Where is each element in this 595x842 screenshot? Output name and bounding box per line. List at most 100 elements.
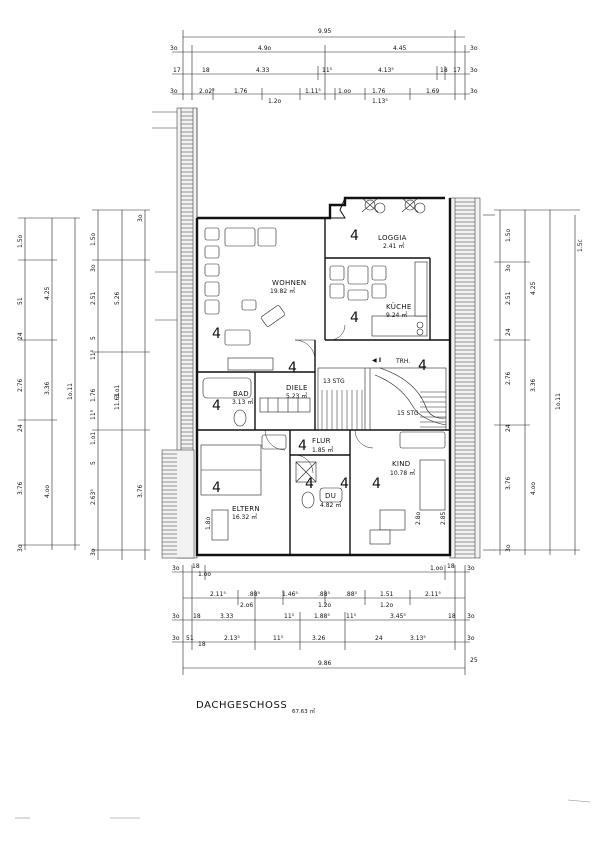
small-dim-e1: 2.8o xyxy=(415,511,422,525)
dim-bot-r2-c: 1.46⁵ xyxy=(282,591,298,598)
plan-total-area: 67.63 ㎡ xyxy=(292,707,315,715)
stair-treads xyxy=(321,390,446,430)
roof-hatch-right xyxy=(455,201,475,555)
dim-left-m2: 3.36 xyxy=(44,381,51,395)
room-name-wohnen: WOHNEN xyxy=(272,279,306,287)
dim-right-r5: 24 xyxy=(505,328,512,336)
dim-bot-r3-g: 3.45⁵ xyxy=(390,613,406,620)
dim-bot-r4-f: 3.26 xyxy=(312,635,326,642)
dim-left-i5: 11⁵ xyxy=(90,349,97,360)
furniture-bad xyxy=(202,377,343,509)
dim-right-r8: 24 xyxy=(505,424,512,432)
dim-bot-r4-e: 11⁵ xyxy=(273,635,284,642)
dim-left-n2: 3.o1 xyxy=(114,385,121,398)
dim-bot-r4-h: 3.13⁵ xyxy=(410,635,426,642)
dim-left-i8: 1.o1 xyxy=(90,432,97,445)
dim-left-o5: 24 xyxy=(17,424,24,432)
dim-right-far: 1.5c xyxy=(577,239,584,252)
room-name-loggia: LOGGIA xyxy=(378,234,407,242)
dim-bot-r1-e: 18 xyxy=(447,563,455,570)
dim-bot-r3-a: 3o xyxy=(172,613,180,620)
dim-bot-overall: 9.86 xyxy=(318,660,332,667)
dim-top-r3-e: 1.oo xyxy=(338,88,351,95)
dim-top-r3-d: 1.11⁵ xyxy=(305,88,321,95)
wall-mark-4-flur: 4 xyxy=(298,438,307,454)
dim-right-r4: 2.51 xyxy=(505,291,512,305)
dim-top-r2-a: 17 xyxy=(173,67,181,74)
left-dimension-lines xyxy=(18,209,150,560)
dim-top-r1-c: 4.45 xyxy=(393,45,407,52)
dim-right-r11: 3o xyxy=(505,544,512,552)
room-name-bad: BAD xyxy=(233,390,249,398)
dim-bot-r1-f: 3o xyxy=(467,565,475,572)
wall-mark-4-kind: 4 xyxy=(372,476,381,492)
furniture-diele xyxy=(259,397,311,413)
dim-top-r1-d: 3o xyxy=(470,45,478,52)
dim-left-o1: 1.5o xyxy=(17,234,24,248)
dim-left-i9: 5 xyxy=(90,461,97,465)
room-area-bad: 3.13 ㎡ xyxy=(232,398,253,406)
dim-bot-r2b-a: 2.o6 xyxy=(240,602,253,609)
roof-hatch-left-lower xyxy=(162,453,177,555)
wall-mark-4-du2: 4 xyxy=(340,476,349,492)
dim-bot-r4-d: 2.13⁵ xyxy=(224,635,240,642)
stair-label-13: 13 STG xyxy=(323,378,345,385)
dim-top-r3-f: 1.76 xyxy=(372,88,386,95)
top-dimension-lines xyxy=(172,30,470,100)
loggia-bay xyxy=(325,197,346,219)
plan-title: DACHGESCHOSS xyxy=(196,700,287,711)
dim-bot-r4-g: 24 xyxy=(375,635,383,642)
dim-bot-r4-a: 3o xyxy=(172,635,180,642)
room-area-eltern: 16.32 ㎡ xyxy=(232,513,257,521)
furniture-wohnen xyxy=(204,227,285,371)
dim-right-total: 1o.11 xyxy=(555,393,562,410)
room-name-eltern: ELTERN xyxy=(232,505,260,513)
dim-bot-r3-e: 1.88⁵ xyxy=(314,613,330,620)
dim-left-n1: 5.26 xyxy=(114,291,121,305)
wall-mark-4-du: 4 xyxy=(305,476,314,492)
dim-bot-r2b-b: 1.2o xyxy=(318,602,332,609)
dim-bot-r4-i: 3o xyxy=(467,635,475,642)
dim-top-r2-g: 17 xyxy=(453,67,461,74)
dim-left-total2: 11.61 xyxy=(114,393,121,410)
dim-bot-r1-a: 3o xyxy=(172,565,180,572)
dim-top-r3-a: 3o xyxy=(170,88,178,95)
dim-left-m1: 4.25 xyxy=(44,286,51,300)
dim-left-o2: 51 xyxy=(17,297,24,305)
dim-bot-r3-c: 3.33 xyxy=(220,613,234,620)
dim-top-r1-b: 4.9o xyxy=(258,45,272,52)
room-area-kueche: 9.24 ㎡ xyxy=(386,311,407,319)
dim-right-r2: 4.25 xyxy=(530,281,537,295)
small-dim-bed1: 1.8o xyxy=(205,516,212,530)
wall-mark-4-diele: 4 xyxy=(288,360,297,376)
dim-left-i6: 1.76 xyxy=(90,388,97,402)
dim-left-i7: 11⁵ xyxy=(90,409,97,420)
dim-top-r2-b: 18 xyxy=(202,67,210,74)
furniture-eltern xyxy=(200,434,287,541)
dim-bot-r4-b: 51 xyxy=(186,635,194,642)
dim-left-m3: 4.oo xyxy=(44,485,51,498)
small-dim-e2: 2.85 xyxy=(440,511,447,525)
dim-left-i1: 1.5o xyxy=(90,232,97,246)
room-area-flur: 1.85 ㎡ xyxy=(312,446,333,454)
dim-top-r2-e: 4.13⁵ xyxy=(378,67,394,74)
dim-left-i3: 2.51 xyxy=(90,291,97,305)
dim-top-r2-d: 11⁵ xyxy=(322,67,333,74)
wall-mark-4-bad: 4 xyxy=(212,398,221,414)
door-swings xyxy=(264,324,374,474)
stair-label-15: 15 STG xyxy=(397,410,419,417)
dim-bot-r2b-c: 1.2o xyxy=(380,602,394,609)
dim-top-r3-b: 2.o2⁵ xyxy=(199,88,215,95)
dim-right-r3: 3o xyxy=(505,264,512,272)
dim-left-n3: 3.76 xyxy=(137,484,144,498)
room-area-diele: 5.23 ㎡ xyxy=(286,392,307,400)
staircase xyxy=(317,367,447,431)
room-name-diele: DIELE xyxy=(286,384,308,392)
dim-left-i4: 5 xyxy=(90,336,97,340)
dim-bot-r2-e: .88⁵ xyxy=(345,591,358,598)
dim-left-i0: 3o xyxy=(137,214,144,222)
dim-bot-r2-f: 1.51 xyxy=(380,591,394,598)
dim-bot-r2-b: .88⁵ xyxy=(248,591,261,598)
room-area-wohnen: 19.82 ㎡ xyxy=(270,287,295,295)
